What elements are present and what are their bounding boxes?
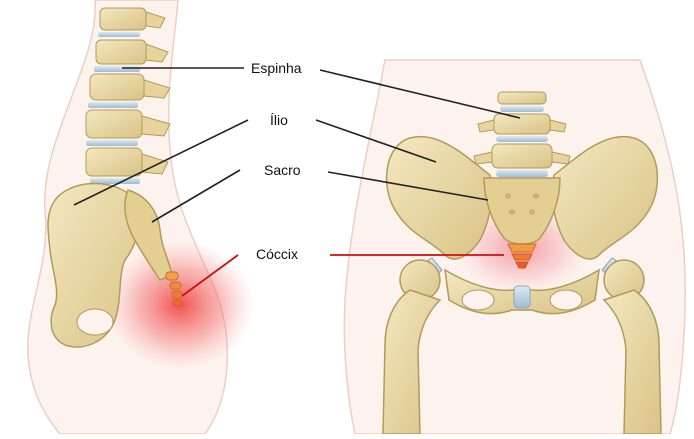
obturator-left bbox=[462, 290, 494, 310]
label-sacrum: Sacro bbox=[264, 162, 301, 178]
lateral-view bbox=[28, 0, 255, 434]
label-ilium: Ílio bbox=[270, 112, 288, 128]
pubic-symphysis bbox=[514, 286, 530, 308]
label-coccyx: Cóccix bbox=[256, 246, 298, 262]
obturator-right bbox=[550, 290, 582, 310]
obturator-foramen-lateral bbox=[77, 309, 113, 335]
label-spine: Espinha bbox=[251, 60, 302, 76]
